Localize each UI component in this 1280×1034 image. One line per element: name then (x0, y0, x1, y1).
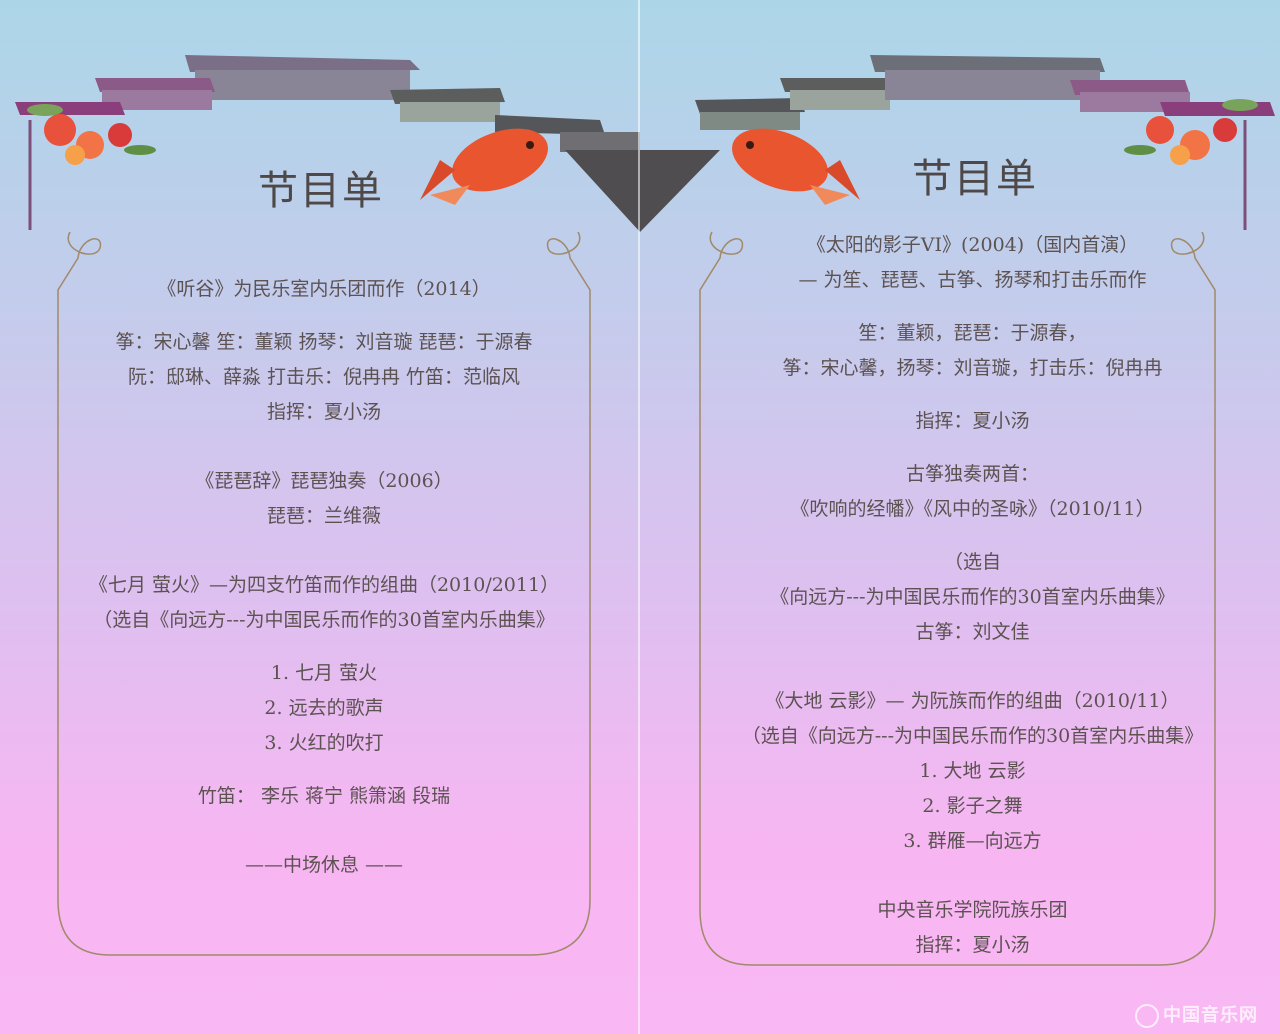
performers-line: 筝：宋心馨 笙：董颖 扬琴：刘音璇 琵琶：于源春 (115, 331, 533, 353)
page-divider (638, 0, 640, 1034)
conductor-line: 指挥：夏小汤 (915, 934, 1030, 956)
program-frame (699, 231, 1216, 966)
movement-item: 1. 大地 云影 (919, 760, 1026, 782)
conductor-line: 指挥：夏小汤 (266, 401, 381, 423)
program-item-subtitle: — 为笙、琵琶、古筝、扬琴和打击乐而作 (798, 269, 1147, 291)
performers-line: 古筝：刘文佳 (915, 621, 1030, 643)
program-source-line: 《向远方---为中国民乐而作的30首室内乐曲集》 (770, 586, 1175, 608)
program-item-title: 《大地 云影》— 为阮族而作的组曲（2010/11） (765, 690, 1180, 712)
flower-icon (27, 104, 156, 165)
performers-line: 竹笛： 李乐 蒋宁 熊箫涵 段瑞 (197, 785, 451, 807)
performers-line: 阮：邸琳、薛淼 打击乐：倪冉冉 竹笛：范临风 (127, 366, 521, 388)
movement-item: 2. 远去的歌声 (264, 697, 384, 719)
program-frame (57, 231, 591, 956)
program-content-right: 《太阳的影子VI》(2004)（国内首演） — 为笙、琵琶、古筝、扬琴和打击乐而… (700, 228, 1245, 963)
program-source-line: （选自 (943, 551, 1001, 573)
page-title: 节目单 (912, 156, 1038, 202)
program-item-title: 《七月 萤火》—为四支竹笛而作的组曲（2010/2011） (88, 574, 560, 596)
conductor-line: 指挥：夏小汤 (915, 410, 1030, 432)
movement-item: 3. 群雁—向远方 (903, 830, 1042, 852)
performers-line: 笙：董颖，琵琶：于源春， (858, 322, 1087, 344)
program-source-line: （选自《向远方---为中国民乐而作的30首室内乐曲集》 (93, 609, 555, 631)
program-item-title: 古筝独奏两首： (905, 463, 1039, 485)
performers-line: 琵琶：兰维薇 (266, 505, 381, 527)
roof-decoration-right (640, 55, 1275, 232)
music-note-icon (1135, 1004, 1159, 1028)
intermission-line: ——中场休息 —— (244, 854, 404, 876)
page-title: 节目单 (258, 168, 384, 214)
movement-item: 3. 火红的吹打 (264, 732, 384, 754)
ensemble-line: 中央音乐学院阮族乐团 (877, 899, 1068, 921)
movement-item: 1. 七月 萤火 (270, 662, 378, 684)
program-item-title: 《太阳的影子VI》(2004)（国内首演） (806, 234, 1139, 256)
movement-item: 2. 影子之舞 (922, 795, 1023, 817)
right-page: 节目单 《太阳的影子VI》(2004)（国内首演） — 为笙、琵琶、古筝、扬琴和… (640, 0, 1280, 1034)
program-item-title: 《琵琶辞》琵琶独奏（2006） (195, 470, 453, 492)
site-watermark: 中国音乐网 (1135, 1001, 1258, 1028)
program-content-left: 《听谷》为民乐室内乐团而作（2014） 筝：宋心馨 笙：董颖 扬琴：刘音璇 琵琶… (58, 272, 590, 883)
flower-icon (1124, 99, 1258, 165)
left-page: 节目单 《听谷》为民乐室内乐团而作（2014） 筝：宋心馨 笙：董颖 扬琴：刘音… (15, 55, 640, 956)
koi-fish-icon (420, 128, 548, 205)
koi-fish-icon (732, 128, 860, 205)
performers-line: 筝：宋心馨，扬琴：刘音璇，打击乐：倪冉冉 (782, 357, 1163, 379)
program-item-title: 《听谷》为民乐室内乐团而作（2014） (157, 278, 491, 300)
roof-decoration-left (15, 55, 640, 232)
program-source-line: （选自《向远方---为中国民乐而作的30首室内乐曲集》 (741, 725, 1204, 747)
program-item-title: 《吹响的经幡》《风中的圣咏》（2010/11） (790, 498, 1155, 520)
